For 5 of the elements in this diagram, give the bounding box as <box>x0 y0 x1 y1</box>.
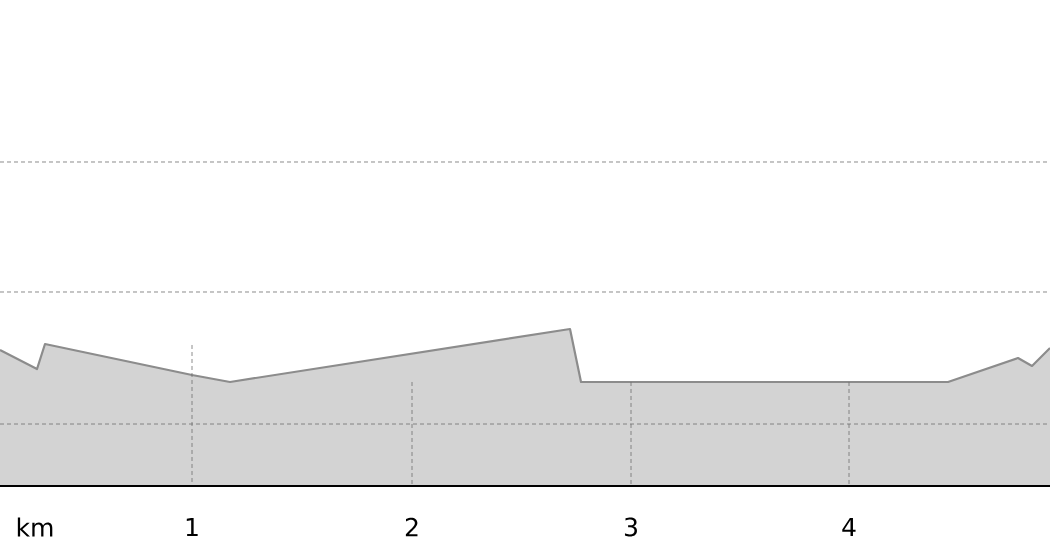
axis-label: 2 <box>405 517 418 537</box>
axis-label: 1 <box>186 517 198 537</box>
axis-label: km <box>17 517 53 537</box>
axis-label: 3 <box>624 517 637 537</box>
axis-label: 4 <box>842 517 856 537</box>
